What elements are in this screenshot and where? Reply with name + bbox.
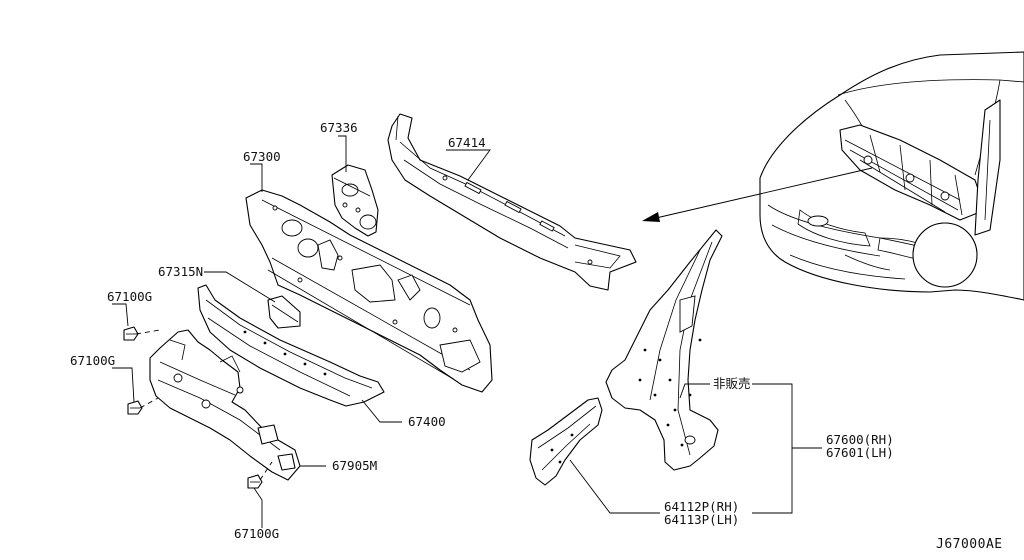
- label-not-for-sale: 非販売: [713, 376, 751, 391]
- part-67905m: [149, 329, 301, 481]
- part-67400: [197, 284, 385, 407]
- label-67100g-mid: 67100G: [70, 353, 115, 368]
- clip-67100g-mid: [127, 400, 143, 415]
- vehicle-overview: [642, 51, 1024, 301]
- label-67400: 67400: [408, 414, 446, 429]
- clip-67100g-bottom: [247, 474, 263, 489]
- diagram-reference: J67000AE: [936, 537, 1003, 552]
- label-67100g-bottom: 67100G: [234, 526, 279, 541]
- part-67600-pillar: [605, 229, 723, 471]
- leader-lines: [112, 135, 822, 528]
- clip-bottom-guide: [259, 461, 273, 481]
- label-67600: 67600(RH): [826, 432, 894, 447]
- clip-mid-guide: [139, 397, 159, 409]
- clip-67100g-top: [123, 326, 139, 341]
- label-67100g-top: 67100G: [107, 289, 152, 304]
- part-67300: [245, 189, 493, 393]
- part-67315n: [267, 295, 301, 329]
- label-67300: 67300: [243, 149, 281, 164]
- label-64113p: 64113P(LH): [664, 512, 739, 527]
- label-67414: 67414: [448, 135, 486, 150]
- label-67336: 67336: [320, 120, 358, 135]
- part-64112p-member: [529, 397, 603, 486]
- label-67601: 67601(LH): [826, 445, 894, 460]
- part-67336: [331, 164, 379, 237]
- label-67315n: 67315N: [158, 264, 203, 279]
- clip-top-guide: [135, 329, 161, 335]
- part-67414: [387, 113, 637, 291]
- label-64112p: 64112P(RH): [664, 499, 739, 514]
- label-67905m: 67905M: [332, 458, 377, 473]
